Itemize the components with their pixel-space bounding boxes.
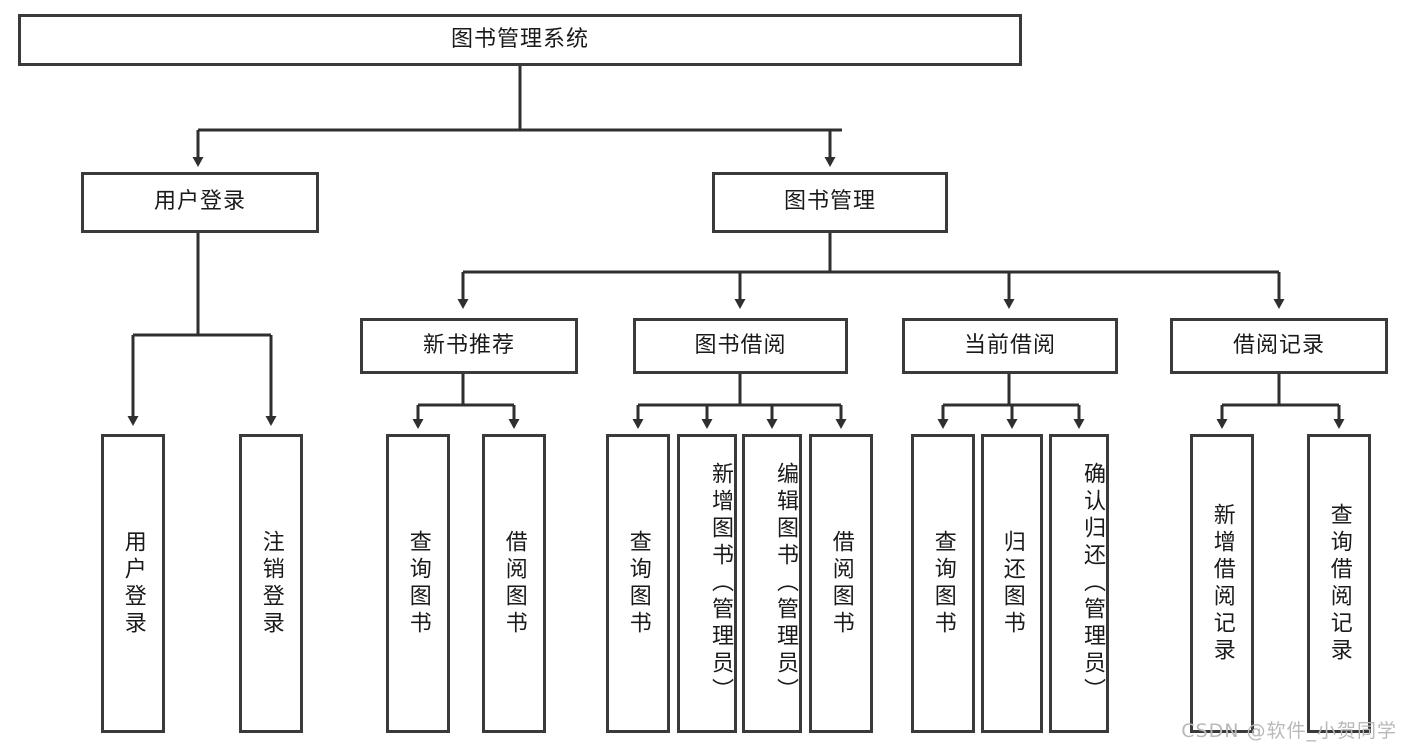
node-current-borrow[interactable]: 当前借阅 (902, 318, 1118, 374)
node-label: 用户登录 (120, 529, 146, 638)
node-book-borrow[interactable]: 图书借阅 (633, 318, 848, 374)
node-label: 新增借阅记录 (1209, 502, 1235, 665)
node-label: 图书管理系统 (450, 26, 589, 52)
node-label: 新书推荐 (422, 332, 515, 358)
leaf-confirm-return[interactable]: 确认归还（管理员） (1049, 434, 1109, 733)
node-label: 确认归还（管理员） (1080, 462, 1105, 705)
node-label: 查询图书 (625, 529, 651, 638)
leaf-borrow-book-recommend[interactable]: 借阅图书 (482, 434, 546, 733)
node-label: 借阅记录 (1232, 332, 1325, 358)
node-label: 新增图书（管理员） (708, 462, 733, 705)
leaf-query-book-recommend[interactable]: 查询图书 (386, 434, 450, 733)
node-book-management[interactable]: 图书管理 (712, 172, 948, 233)
node-label: 借阅图书 (828, 529, 854, 638)
leaf-user-login[interactable]: 用户登录 (101, 434, 165, 733)
leaf-query-borrow-record[interactable]: 查询借阅记录 (1307, 434, 1371, 733)
leaf-add-book[interactable]: 新增图书（管理员） (677, 434, 737, 733)
leaf-logout[interactable]: 注销登录 (239, 434, 303, 733)
leaf-add-borrow-record[interactable]: 新增借阅记录 (1190, 434, 1254, 733)
node-label: 查询图书 (405, 529, 431, 638)
leaf-edit-book[interactable]: 编辑图书（管理员） (742, 434, 802, 733)
node-label: 查询借阅记录 (1326, 502, 1352, 665)
node-label: 用户登录 (153, 189, 246, 215)
node-label: 编辑图书（管理员） (773, 462, 798, 705)
node-label: 查询图书 (930, 529, 956, 638)
node-root-system[interactable]: 图书管理系统 (18, 14, 1022, 66)
watermark-text: CSDN @软件_小贺同学 (1181, 720, 1397, 742)
node-borrow-record[interactable]: 借阅记录 (1170, 318, 1388, 374)
node-label: 图书借阅 (694, 332, 787, 358)
node-label: 归还图书 (999, 529, 1025, 638)
node-label: 当前借阅 (963, 332, 1056, 358)
leaf-query-book-current[interactable]: 查询图书 (911, 434, 975, 733)
node-user-login[interactable]: 用户登录 (81, 172, 319, 233)
node-label: 注销登录 (258, 529, 284, 638)
leaf-query-book-borrow[interactable]: 查询图书 (606, 434, 670, 733)
node-new-book-recommend[interactable]: 新书推荐 (360, 318, 578, 374)
leaf-return-book[interactable]: 归还图书 (981, 434, 1043, 733)
leaf-borrow-book[interactable]: 借阅图书 (809, 434, 873, 733)
node-label: 图书管理 (783, 189, 876, 215)
node-label: 借阅图书 (501, 529, 527, 638)
